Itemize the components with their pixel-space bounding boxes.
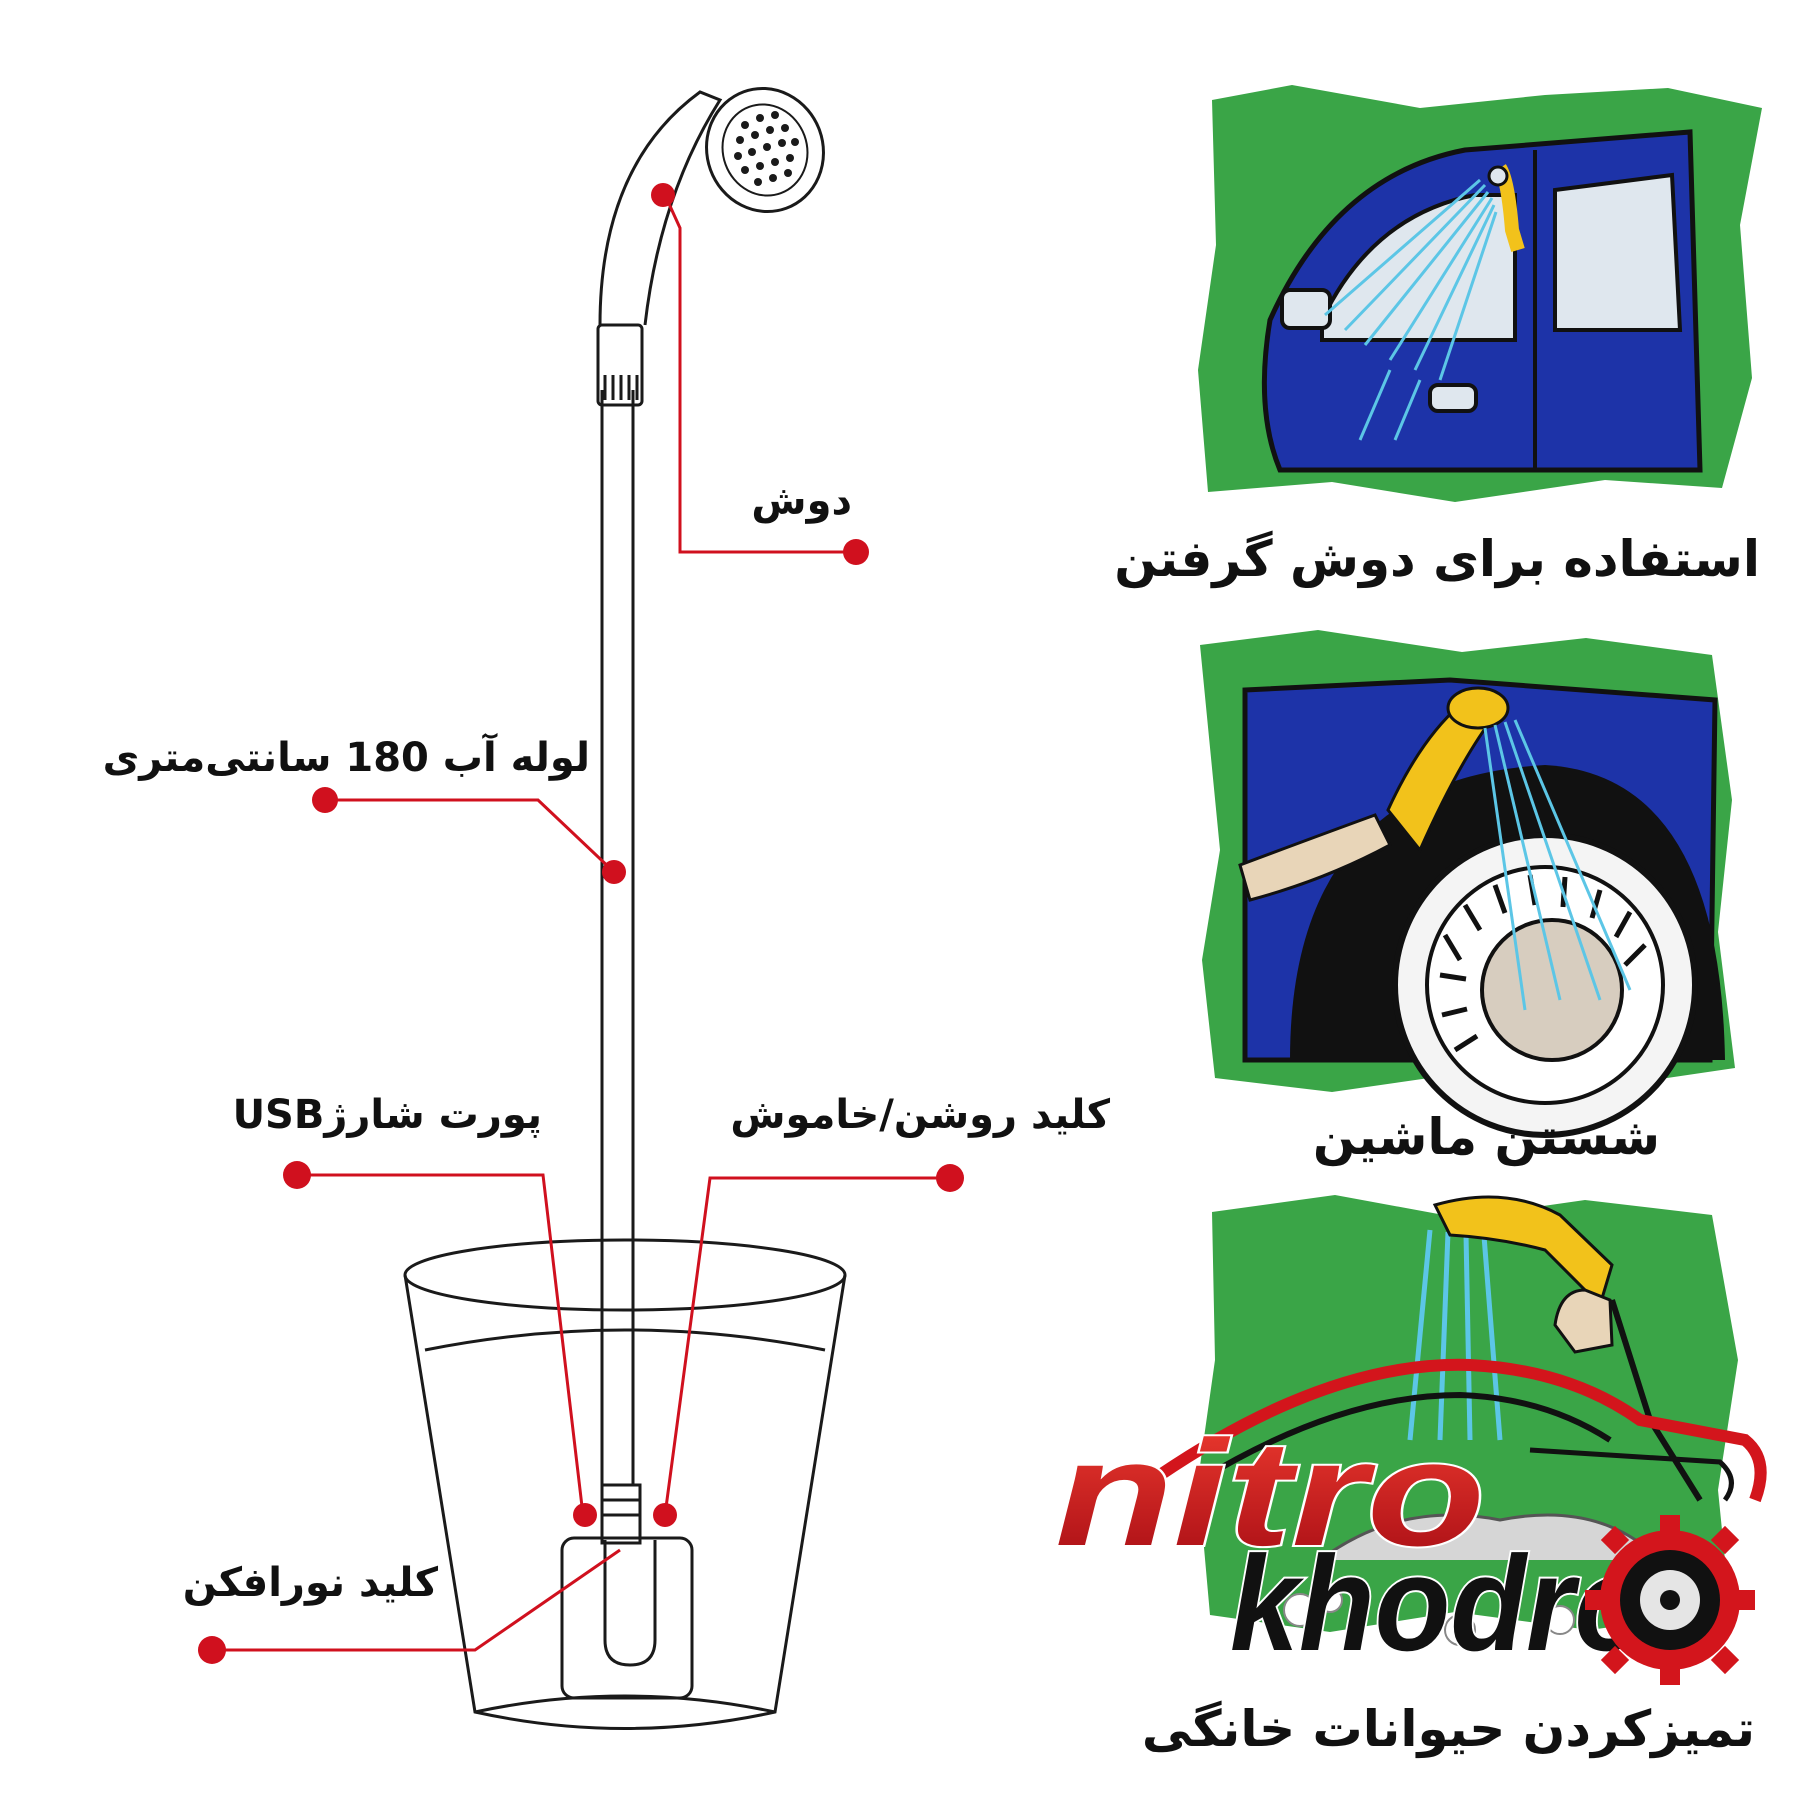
- power-switch-label-dot: [936, 1164, 964, 1192]
- light-switch-leader: [212, 1548, 621, 1652]
- shower-head-icon: [598, 86, 825, 326]
- callout-dots: [198, 183, 964, 1664]
- usb-port-label-dot: [283, 1161, 311, 1189]
- logo-line2: khodro: [1230, 1528, 1650, 1679]
- use-panel-shower: [1198, 85, 1762, 502]
- hose-icon: [600, 390, 635, 1485]
- callout-usb-port-label: پورت شارژUSB: [232, 1092, 542, 1138]
- callout-light-switch-label: کلید نورافکن: [182, 1560, 438, 1606]
- usb-port-leader: [297, 1173, 585, 1516]
- use-caption-pet-wash: تمیزکردن حیوانات خانگی: [1141, 1700, 1755, 1758]
- light-switch-label-dot: [198, 1636, 226, 1664]
- shower-device-diagram: [403, 86, 847, 1730]
- callout-hose-label: لوله آب 180 سانتی‌متری: [102, 735, 590, 781]
- shower-dot: [651, 183, 675, 207]
- nitro-khodro-logo: nitro khodro: [1053, 1358, 1767, 1685]
- use-caption-car-wash: شستن ماشین: [1312, 1108, 1660, 1166]
- shower-leader: [663, 194, 856, 554]
- use-caption-shower: استفاده برای دوش گرفتن: [1114, 530, 1760, 588]
- callout-leaders: [212, 194, 950, 1652]
- shower-label-dot: [843, 539, 869, 565]
- pump-icon: [560, 1483, 694, 1700]
- power-switch-leader: [663, 1176, 950, 1516]
- bucket-icon: [403, 1238, 847, 1730]
- power-switch-dot: [653, 1503, 677, 1527]
- hose-leader: [325, 798, 616, 874]
- use-panel-car-wash: [1200, 630, 1735, 1138]
- use-panel-pet-wash: [1198, 1195, 1738, 1646]
- usb-port-dot: [573, 1503, 597, 1527]
- logo-line1: nitro: [1055, 1409, 1485, 1577]
- callout-power-switch-label: کلید روشن/خاموش: [730, 1092, 1110, 1138]
- callout-shower-label: دوش: [751, 478, 852, 524]
- logo-gear-wheel-icon: [1585, 1515, 1755, 1685]
- hose-label-dot: [312, 787, 338, 813]
- hose-connector-icon: [596, 323, 644, 407]
- hose-dot: [602, 860, 626, 884]
